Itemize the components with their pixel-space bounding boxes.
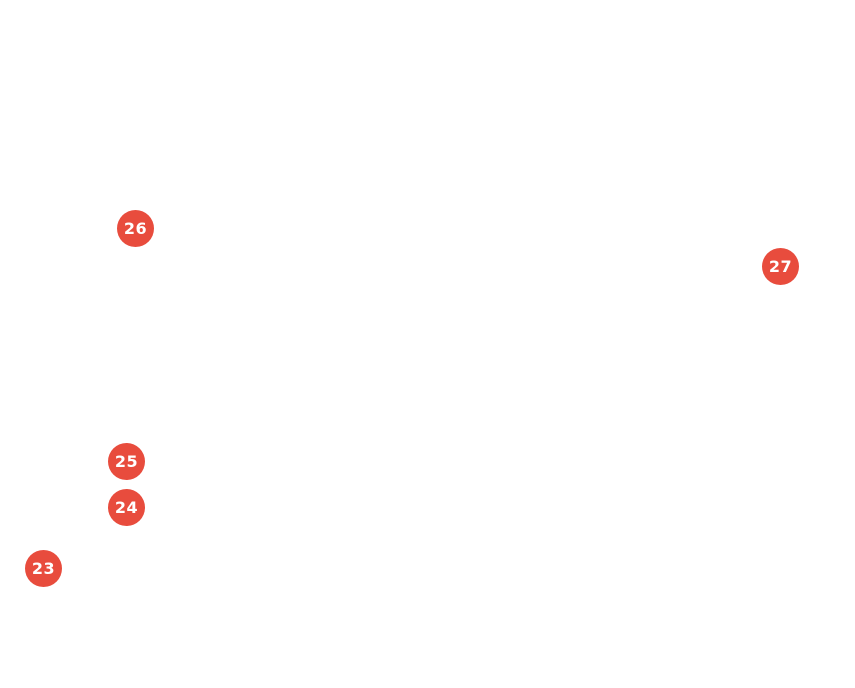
numbered-marker-25[interactable]: 25 bbox=[108, 443, 145, 480]
numbered-marker-26[interactable]: 26 bbox=[117, 210, 154, 247]
numbered-marker-27[interactable]: 27 bbox=[762, 248, 799, 285]
numbered-marker-24[interactable]: 24 bbox=[108, 489, 145, 526]
numbered-marker-23[interactable]: 23 bbox=[25, 550, 62, 587]
